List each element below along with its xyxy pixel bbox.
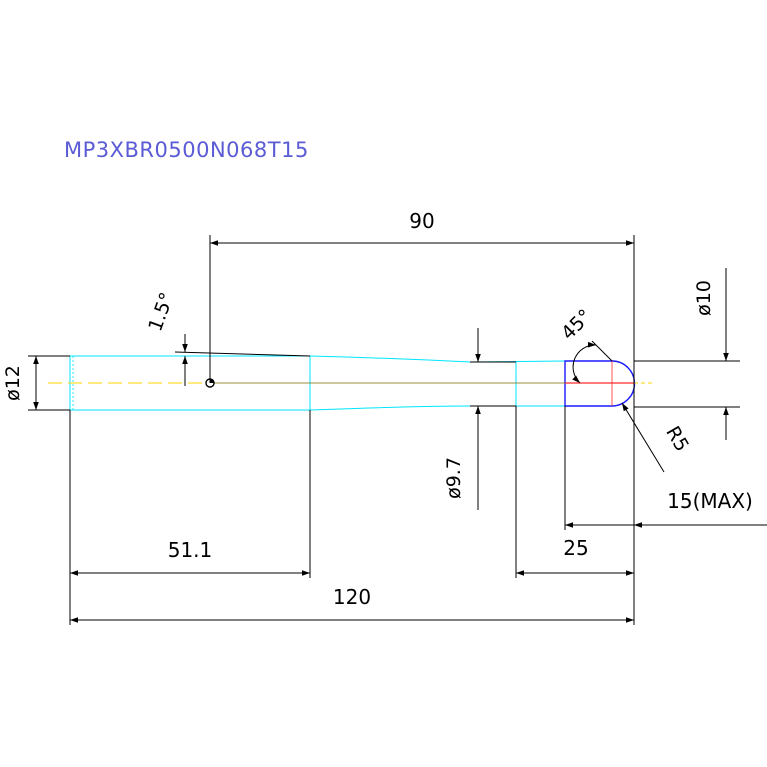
dim-diameter-9-7: ø9.7 [443, 457, 465, 499]
dimension-lines [28, 235, 767, 625]
dim-diameter-12: ø12 [2, 365, 24, 401]
dim-90: 90 [409, 209, 434, 233]
dim-120: 120 [333, 585, 371, 609]
dim-51-1: 51.1 [168, 538, 213, 562]
ball-tip [564, 360, 636, 407]
part-number-label: MP3XBR0500N068T15 [64, 138, 309, 162]
dim-radius-5: R5 [661, 423, 693, 456]
dim-25: 25 [563, 536, 588, 560]
dim-15-max: 15(MAX) [667, 489, 753, 513]
dim-angle-1-5: 1.5° [144, 290, 178, 335]
dim-diameter-10: ø10 [693, 280, 715, 316]
dim-angle-45: 45° [557, 305, 596, 344]
